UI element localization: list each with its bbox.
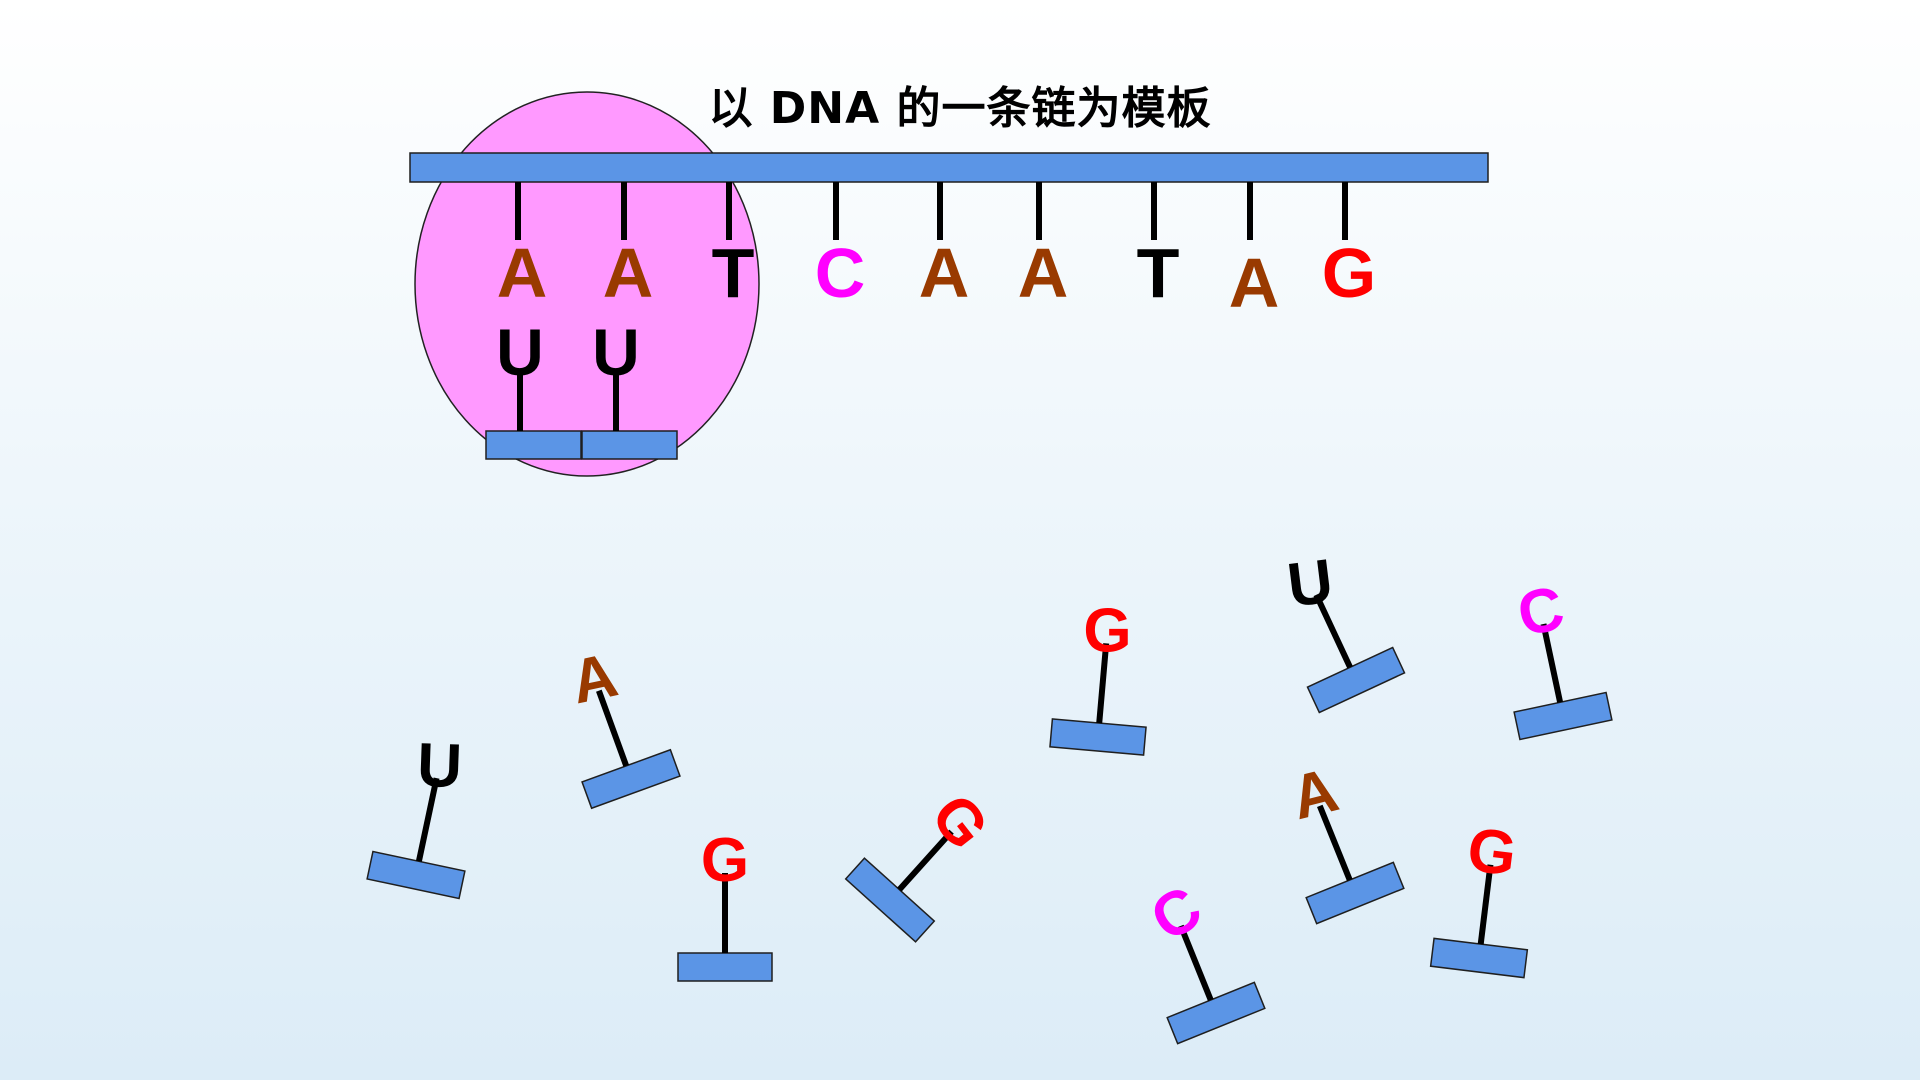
- nucleotide-bond: [415, 777, 440, 862]
- free-nucleotide: C: [1512, 573, 1613, 741]
- nucleotide-sugar-block: [1049, 718, 1147, 756]
- rna-sugar-block: [485, 430, 582, 460]
- nucleotide-bond: [596, 689, 630, 767]
- template-nucleotide: C: [815, 182, 866, 312]
- free-nucleotide: G: [677, 826, 773, 982]
- free-nucleotide: U: [366, 731, 466, 900]
- template-base-letter: A: [1229, 244, 1280, 322]
- nucleotide-sugar-block: [1306, 646, 1406, 714]
- template-nucleotide: T: [1137, 182, 1180, 312]
- free-nucleotide: G: [1429, 815, 1529, 979]
- free-base-letter: A: [565, 641, 623, 718]
- nucleotide-bond: [1178, 924, 1214, 1002]
- free-base-letter: G: [918, 782, 1002, 862]
- paired-nucleotide: U: [485, 315, 582, 460]
- template-base-letter: G: [1322, 234, 1376, 312]
- rna-sugar-block: [581, 430, 678, 460]
- nucleotide-sugar-block: [677, 952, 773, 982]
- free-base-letter: C: [1139, 873, 1214, 955]
- nucleotide-bond: [1477, 864, 1494, 945]
- template-base-letter: T: [712, 234, 755, 312]
- nucleotide-sugar-block: [1513, 691, 1613, 741]
- nucleotide-bond: [1540, 623, 1564, 703]
- template-nucleotide: T: [712, 182, 755, 312]
- free-nucleotide: A: [565, 641, 681, 810]
- template-base-letter: A: [1018, 234, 1069, 312]
- rna-base-letter: U: [496, 315, 544, 389]
- template-base-letter: A: [919, 234, 970, 312]
- template-base-letter: A: [603, 234, 654, 312]
- nucleotide-sugar-block: [366, 850, 466, 900]
- template-nucleotide: A: [1229, 182, 1280, 322]
- rna-base-letter: U: [592, 315, 640, 389]
- free-nucleotide: A: [1285, 755, 1405, 925]
- nucleotide-sugar-block: [581, 748, 681, 810]
- template-base-letter: C: [815, 234, 866, 312]
- free-nucleotide: G: [844, 782, 1002, 943]
- nucleotide-sugar-block: [1166, 981, 1266, 1045]
- free-nucleotide: G: [1049, 596, 1147, 756]
- template-base-letter: A: [497, 234, 548, 312]
- nucleotide-sugar-block: [844, 857, 936, 943]
- free-base-letter: A: [1285, 755, 1345, 833]
- free-base-letter: G: [1464, 815, 1520, 889]
- nucleotide-bond: [897, 829, 954, 892]
- free-base-letter: U: [416, 731, 463, 802]
- free-base-letter: U: [1284, 547, 1337, 621]
- template-nucleotide: G: [1322, 182, 1376, 312]
- free-base-letter: G: [701, 826, 749, 895]
- nucleotide-sugar-block: [1305, 861, 1405, 925]
- template-base-letter: T: [1137, 234, 1180, 312]
- template-nucleotide: A: [919, 182, 970, 312]
- free-base-letter: C: [1512, 573, 1570, 650]
- dna-backbone: [409, 152, 1489, 183]
- nucleotide-bond: [1317, 804, 1353, 882]
- template-nucleotide: A: [603, 182, 654, 312]
- paired-nucleotide: U: [581, 315, 678, 460]
- nucleotide-sugar-block: [1429, 937, 1529, 979]
- rna-polymerase-ellipse: [414, 91, 760, 477]
- slide-title: 以 DNA 的一条链为模板: [708, 83, 1212, 134]
- nucleotide-bond: [1313, 593, 1353, 669]
- free-nucleotide: U: [1284, 547, 1406, 714]
- template-nucleotide: A: [497, 182, 548, 312]
- template-nucleotide: A: [1018, 182, 1069, 312]
- free-base-letter: G: [1083, 596, 1131, 665]
- nucleotide-bond: [1096, 643, 1110, 724]
- free-nucleotide: C: [1139, 873, 1266, 1045]
